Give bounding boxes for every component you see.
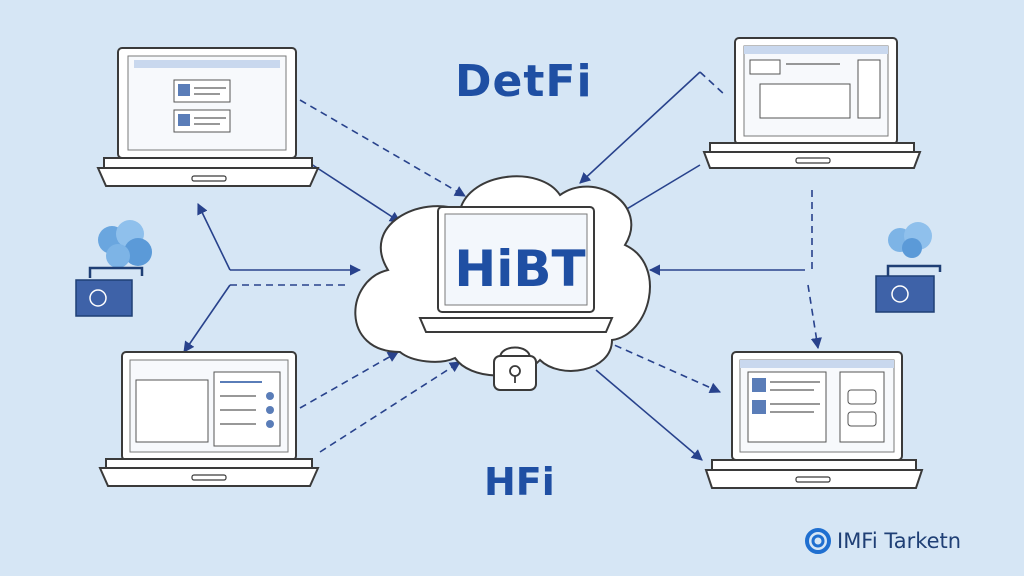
brand-name: IMFi Tarketn [837,529,962,553]
arrow-br-to-center [611,343,722,394]
laptop-top-left [96,47,320,187]
central-cloud [354,175,651,391]
arrow-left-branch-up [197,202,231,271]
arrow-bl-to-center-2 [319,361,461,453]
connections [183,71,822,461]
arrow-tr-to-center [579,71,701,184]
defi-label: DetFi [455,56,593,107]
arrow-right-vertical-2 [807,284,822,350]
lock-icon [493,346,537,391]
laptop-top-right [702,37,922,169]
arrow-left-branch-down [183,284,231,353]
brand-watermark: IMFi Tarketn [803,526,961,556]
left-cloud-card-icon [75,220,152,317]
arrow-br-to-center-2 [595,369,703,461]
laptop-bottom-right [704,351,924,489]
arrow-bl-to-center [299,351,399,409]
ring-logo-icon [805,528,831,554]
laptop-bottom-left [98,351,320,487]
arrow-tr-curve [699,71,726,96]
hfi-label: HFi [484,460,555,504]
right-cloud-card-icon [875,222,942,313]
center-title: HiBT [454,240,586,298]
arrow-tl-to-center [299,99,466,197]
arrow-tl-to-center-2 [304,159,401,223]
central-laptop-base [418,317,614,333]
